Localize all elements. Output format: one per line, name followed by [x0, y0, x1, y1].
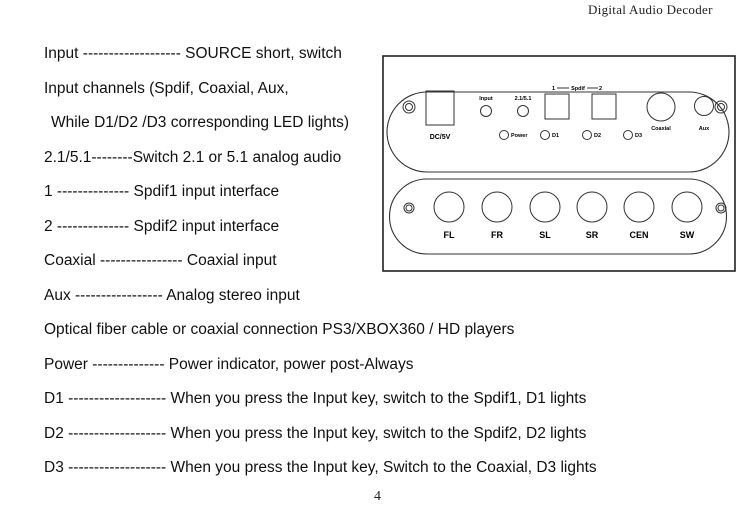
- rear-panel-outline: [388, 178, 728, 255]
- d3-led-icon: [623, 130, 633, 140]
- description-line: D2 ------------------- When you press th…: [44, 425, 587, 442]
- front-panel: DC/5V Input 2.1/5.1 1 Spdif 2 Coaxial Au…: [386, 86, 730, 173]
- description-line: Input ------------------- SOURCE short, …: [44, 45, 342, 62]
- mode-label: 2.1/5.1: [515, 96, 532, 102]
- description-line: 1 -------------- Spdif1 input interface: [44, 183, 280, 200]
- spdif2-port: [591, 93, 617, 120]
- output-port-fl: [433, 191, 465, 223]
- description-line: 2.1/5.1--------Switch 2.1 or 5.1 analog …: [44, 149, 342, 166]
- description-line: While D1/D2 /D3 corresponding LED lights…: [51, 114, 350, 131]
- description-line: Input channels (Spdif, Coaxial, Aux,: [44, 80, 289, 97]
- output-label-sr: SR: [586, 230, 599, 240]
- page-number: 4: [374, 489, 381, 504]
- output-label-cen: CEN: [629, 230, 648, 240]
- spdif-label: Spdif: [571, 86, 585, 92]
- dc-label: DC/5V: [430, 134, 451, 141]
- screw-icon: [403, 202, 415, 214]
- power-led-icon: [499, 130, 509, 140]
- d3-label: D3: [635, 133, 642, 139]
- output-label-fr: FR: [491, 230, 503, 240]
- screw-icon: [715, 202, 727, 214]
- spdif1-port: [544, 93, 570, 120]
- spdif2-label: 2: [599, 86, 602, 92]
- output-port-sr: [576, 191, 608, 223]
- output-label-sl: SL: [539, 230, 551, 240]
- description-line: D1 ------------------- When you press th…: [44, 390, 587, 407]
- aux-port: [694, 96, 714, 116]
- mode-button: [517, 105, 529, 117]
- d2-led-icon: [582, 130, 592, 140]
- description-line: Aux ----------------- Analog stereo inpu…: [44, 287, 300, 304]
- power-label: Power: [511, 133, 528, 139]
- screw-icon: [402, 100, 416, 114]
- screw-icon: [714, 100, 728, 114]
- coaxial-port: [646, 92, 676, 122]
- dc-power-jack: [425, 90, 455, 126]
- rear-panel: FL FR SL SR CEN SW: [388, 178, 728, 255]
- description-line: D3 ------------------- When you press th…: [44, 459, 597, 476]
- aux-label: Aux: [699, 126, 710, 132]
- input-label: Input: [479, 96, 493, 102]
- output-port-fr: [481, 191, 513, 223]
- screw-icon-inner: [717, 204, 725, 212]
- input-button: [480, 105, 492, 117]
- output-label-fl: FL: [444, 230, 455, 240]
- output-port-sl: [529, 191, 561, 223]
- description-line: 2 -------------- Spdif2 input interface: [44, 218, 280, 235]
- coaxial-label: Coaxial: [651, 126, 671, 132]
- description-line: Power -------------- Power indicator, po…: [44, 356, 414, 373]
- d1-label: D1: [552, 133, 559, 139]
- output-label-sw: SW: [680, 230, 695, 240]
- spdif1-label: 1: [552, 86, 555, 92]
- screw-icon-inner: [405, 103, 413, 111]
- screw-icon-inner: [717, 103, 725, 111]
- screw-icon-inner: [405, 204, 413, 212]
- device-panel-diagram: DC/5V Input 2.1/5.1 1 Spdif 2 Coaxial Au…: [382, 55, 736, 272]
- output-port-cen: [623, 191, 655, 223]
- output-port-sw: [671, 191, 703, 223]
- front-panel-outline: [386, 91, 730, 173]
- description-line: Optical fiber cable or coaxial connectio…: [44, 321, 515, 338]
- d1-led-icon: [540, 130, 550, 140]
- document-header: Digital Audio Decoder: [588, 2, 713, 17]
- description-line: Coaxial ---------------- Coaxial input: [44, 252, 277, 269]
- d2-label: D2: [594, 133, 601, 139]
